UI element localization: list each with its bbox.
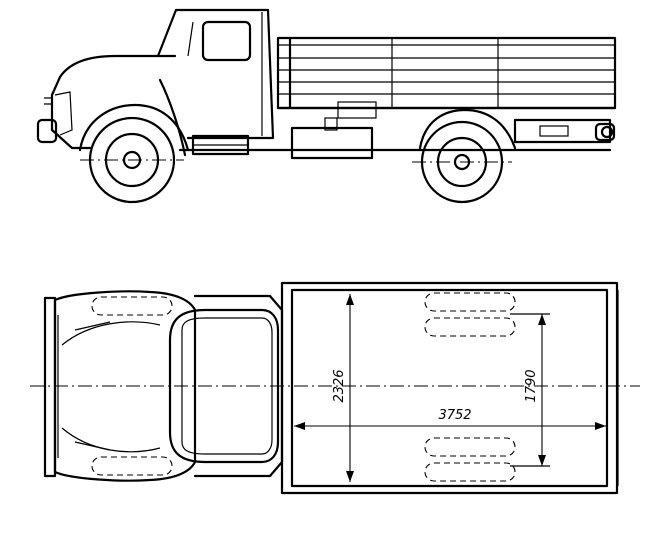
dimension-track-width: 1790	[510, 313, 550, 467]
dimension-body-width-label: 2326	[332, 369, 347, 402]
cab-side	[156, 8, 275, 156]
dimension-body-width: 2326	[332, 294, 354, 482]
hood-front-side	[36, 54, 187, 157]
cargo-body-top	[280, 281, 619, 495]
dimension-track-width-label: 1790	[524, 369, 539, 402]
front-bumper-top	[43, 296, 57, 478]
chassis-side	[178, 117, 616, 160]
front-wheel	[78, 103, 190, 204]
top-view: 2326 1790 3752	[30, 281, 640, 495]
side-view	[36, 8, 617, 204]
dimension-body-length: 3752	[294, 408, 606, 430]
cargo-body-side	[276, 36, 617, 119]
rear-wheel	[412, 108, 517, 204]
dimension-body-length-label: 3752	[438, 408, 471, 423]
